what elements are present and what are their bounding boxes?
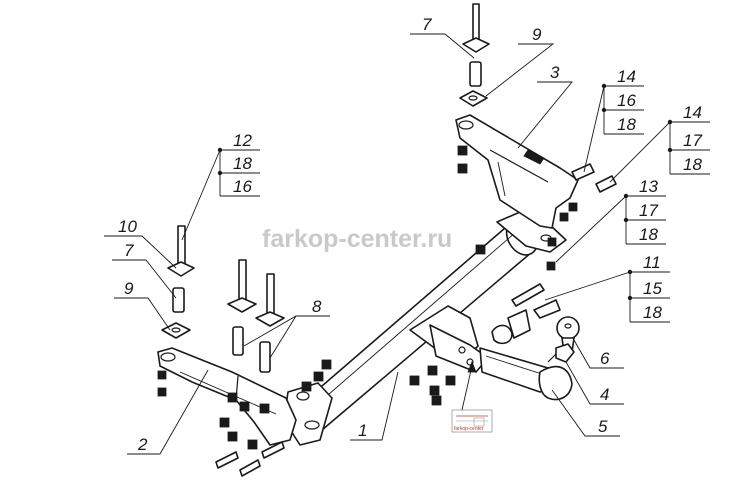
callout-14a-item-2: 16 (617, 91, 636, 110)
certification-stamp: farkop-center (451, 409, 493, 433)
label-6: 6 (600, 349, 610, 368)
watermark: farkop-center.ru (262, 225, 452, 253)
callout-13-item-3: 18 (639, 225, 658, 244)
label-2: 2 (137, 435, 148, 454)
left-bolt-12 (167, 225, 195, 277)
part-labels: 7 9 3 6 4 5 1 2 8 10 7 9 (118, 15, 610, 454)
tube-left-end-plate (283, 382, 333, 446)
bolt-8-a (227, 259, 257, 356)
callout-group-11: 11 15 18 (627, 253, 670, 323)
callout-12-item-2: 18 (233, 154, 252, 173)
callout-11-item-1: 11 (643, 253, 661, 272)
bottom-bolts (215, 441, 285, 477)
label-9-left: 9 (124, 279, 134, 298)
label-1: 1 (358, 421, 367, 440)
callout-13-item-2: 17 (639, 201, 658, 220)
ball-nut (555, 343, 575, 363)
label-10: 10 (118, 217, 137, 236)
callout-11-item-3: 18 (643, 303, 662, 322)
socket-plate (491, 309, 531, 345)
label-5: 5 (598, 417, 608, 436)
callout-group-12: 12 18 16 (217, 131, 260, 197)
bolt-8-b (255, 273, 285, 373)
callout-group-14-b: 14 17 18 (667, 103, 710, 175)
center-mount-bracket (409, 305, 489, 373)
left-bottom-nuts (157, 359, 332, 450)
leader-lines (104, 33, 671, 455)
callout-11-item-2: 15 (643, 279, 662, 298)
callout-12-item-1: 12 (233, 131, 252, 150)
callout-group-14-a: 14 16 18 (601, 67, 644, 135)
callout-14a-item-1: 14 (617, 67, 636, 86)
right-bracket-bolts (511, 163, 617, 319)
callout-14b-item-1: 14 (683, 103, 702, 122)
left-washer-9 (161, 322, 191, 339)
center-nuts (409, 365, 456, 406)
right-bracket-nuts (457, 145, 578, 271)
callout-12-item-3: 16 (233, 177, 252, 196)
label-9-top: 9 (532, 25, 542, 44)
left-side-bracket (157, 347, 297, 446)
left-spacer-7 (172, 287, 185, 313)
callout-13-item-1: 13 (639, 177, 658, 196)
label-7-top: 7 (422, 15, 432, 34)
label-4: 4 (600, 385, 609, 404)
top-right-spacer (469, 61, 482, 87)
callout-14a-item-3: 18 (617, 115, 636, 134)
callout-group-13: 13 17 18 (623, 177, 666, 245)
callout-14b-item-2: 17 (683, 131, 702, 150)
label-3: 3 (550, 63, 560, 82)
stamp-text: farkop-center (454, 426, 484, 432)
top-right-washer (459, 90, 488, 107)
label-8: 8 (312, 297, 322, 316)
right-side-bracket (455, 114, 579, 229)
label-7-left: 7 (124, 241, 134, 260)
top-right-bolt (462, 3, 490, 53)
callout-14b-item-3: 18 (683, 155, 702, 174)
